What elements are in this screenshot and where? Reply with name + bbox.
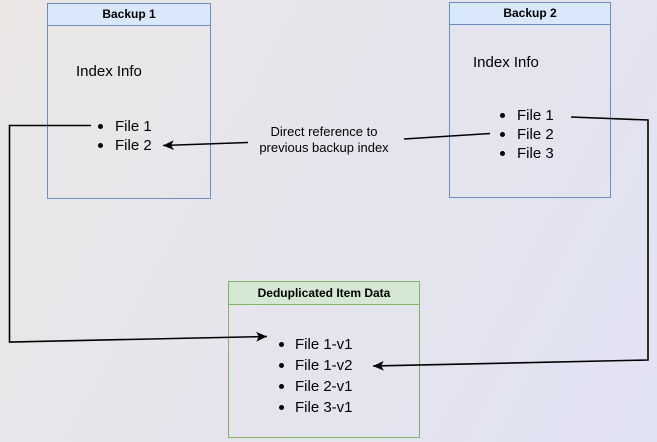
list-item: File 3-v1 (279, 397, 353, 418)
list-item: File 2-v1 (279, 376, 353, 397)
bullet-icon (500, 151, 505, 156)
bullet-icon (500, 132, 505, 137)
bullet-icon (98, 143, 103, 148)
backup2-header: Backup 2 (450, 3, 610, 25)
list-item: File 1-v2 (279, 355, 353, 376)
file-label: File 2-v1 (295, 378, 353, 395)
list-item: File 2 (500, 125, 554, 144)
file-label: File 1-v1 (295, 336, 353, 353)
backup1-index-info-label: Index Info (76, 63, 142, 80)
list-item: File 1-v1 (279, 334, 353, 355)
bullet-icon (279, 384, 284, 389)
file-label: File 1 (115, 118, 152, 135)
backup2-box: Backup 2 Index Info File 1 File 2 File 3 (449, 2, 611, 198)
dedup-header: Deduplicated Item Data (229, 282, 419, 305)
backup2-file-list: File 1 File 2 File 3 (500, 106, 554, 163)
list-item: File 1 (98, 117, 152, 136)
bullet-icon (279, 405, 284, 410)
list-item: File 2 (98, 136, 152, 155)
dedup-file-list: File 1-v1 File 1-v2 File 2-v1 File 3-v1 (279, 334, 353, 418)
edge-label-line1: Direct reference to (270, 124, 378, 139)
dedup-box: Deduplicated Item Data File 1-v1 File 1-… (228, 281, 420, 438)
bullet-icon (98, 124, 103, 129)
bullet-icon (279, 342, 284, 347)
file-label: File 3 (517, 145, 554, 162)
list-item: File 3 (500, 144, 554, 163)
file-label: File 1 (517, 107, 554, 124)
backup1-file-list: File 1 File 2 (98, 117, 152, 155)
backup2-index-info-label: Index Info (473, 54, 539, 71)
file-label: File 2 (517, 126, 554, 143)
backup1-box: Backup 1 Index Info File 1 File 2 (47, 3, 211, 199)
file-label: File 1-v2 (295, 357, 353, 374)
edge-label-direct-reference: Direct reference to previous backup inde… (239, 124, 409, 156)
edge-label-line2: previous backup index (259, 140, 389, 155)
file-label: File 2 (115, 137, 152, 154)
backup1-header: Backup 1 (48, 4, 210, 26)
file-label: File 3-v1 (295, 399, 353, 416)
bullet-icon (500, 113, 505, 118)
bullet-icon (279, 363, 284, 368)
list-item: File 1 (500, 106, 554, 125)
